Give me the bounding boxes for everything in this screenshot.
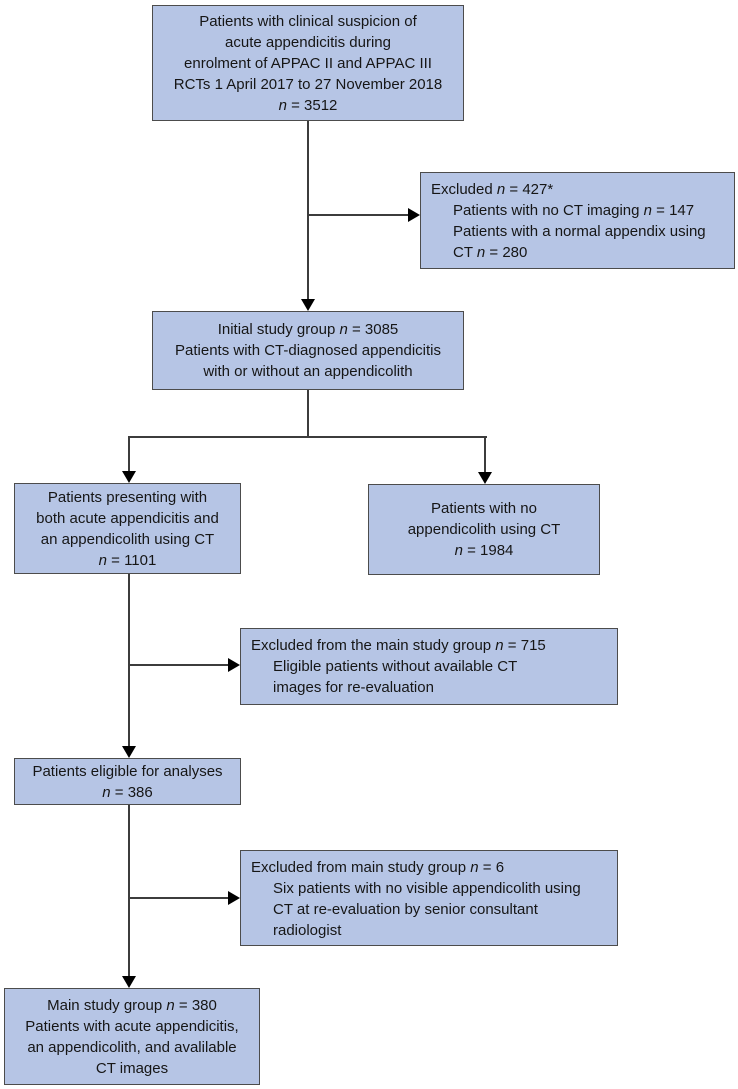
- box-line: RCTs 1 April 2017 to 27 November 2018: [173, 75, 443, 93]
- connector-suspicion-to-initial: [307, 121, 309, 300]
- connector-branch-excluded-427: [308, 214, 408, 216]
- connector-initial-stem: [307, 390, 309, 438]
- box-line: an appendicolith, and avalilable: [27, 1038, 237, 1056]
- box-excluded-6: Excluded from main study group n = 6 Six…: [240, 850, 618, 946]
- box-excluded-427: Excluded n = 427* Patients with no CT im…: [420, 172, 735, 269]
- box-line: n = 1984: [454, 542, 514, 559]
- arrowhead-down-main-icon: [122, 976, 136, 988]
- box-line: Patients with clinical suspicion of: [199, 12, 417, 30]
- arrowhead-right-excluded-715-icon: [228, 658, 240, 672]
- box-line: with or without an appendicolith: [203, 363, 413, 380]
- box-line: Main study group n = 380: [47, 996, 217, 1014]
- box-initial-study-group: Initial study group n = 3085 Patients wi…: [152, 311, 464, 390]
- box-line: Excluded n = 427*: [431, 181, 554, 198]
- box-line: acute appendicitis during: [225, 33, 391, 51]
- connector-branch-excluded-715: [129, 664, 228, 666]
- box-line: Excluded from the main study group n = 7…: [251, 637, 546, 654]
- box-line: images for re-evaluation: [273, 679, 434, 696]
- box-line: an appendicolith using CT: [40, 530, 215, 548]
- box-line: Patients with acute appendicitis,: [25, 1017, 239, 1035]
- box-main-study-group: Main study group n = 380 Patients with a…: [4, 988, 260, 1085]
- box-line: Six patients with no visible appendicoli…: [273, 880, 581, 897]
- box-line: both acute appendicitis and: [36, 509, 219, 527]
- box-line: Patients with no: [431, 500, 537, 517]
- box-no-appendicolith: Patients with no appendicolith using CT …: [368, 484, 600, 575]
- box-line: CT images: [95, 1059, 169, 1077]
- box-line: Patients with no CT imaging n = 147: [453, 202, 695, 219]
- connector-split-left: [128, 436, 130, 471]
- box-excluded-715: Excluded from the main study group n = 7…: [240, 628, 618, 705]
- box-line: enrolment of APPAC II and APPAC III: [184, 54, 432, 72]
- arrowhead-down-appendicolith-icon: [122, 471, 136, 483]
- connector-eligible-to-main: [128, 805, 130, 976]
- box-appendicolith: Patients presenting with both acute appe…: [14, 483, 241, 574]
- box-eligible: Patients eligible for analyses n = 386: [14, 758, 241, 805]
- box-line: Patients presenting with: [47, 488, 208, 506]
- arrowhead-right-excluded-6-icon: [228, 891, 240, 905]
- box-clinical-suspicion: Patients with clinical suspicion of acut…: [152, 5, 464, 121]
- box-line: Excluded from main study group n = 6: [251, 859, 505, 876]
- arrowhead-down-eligible-icon: [122, 746, 136, 758]
- arrowhead-down-initial-icon: [301, 299, 315, 311]
- box-line: Initial study group n = 3085: [217, 321, 399, 338]
- box-line: Patients eligible for analyses: [32, 762, 223, 780]
- box-line: n = 3512: [278, 96, 338, 114]
- box-line: CT at re-evaluation by senior consultant: [273, 901, 538, 918]
- box-line: CT n = 280: [453, 244, 528, 261]
- arrowhead-down-no-appendicolith-icon: [478, 472, 492, 484]
- box-line: Patients with a normal appendix using: [453, 223, 706, 240]
- box-line: appendicolith using CT: [407, 521, 561, 538]
- connector-appendicolith-to-eligible: [128, 574, 130, 746]
- connector-split-right: [484, 436, 486, 472]
- box-line: Eligible patients without available CT: [273, 658, 518, 675]
- box-line: Patients with CT-diagnosed appendicitis: [175, 342, 441, 359]
- arrowhead-right-excluded-427-icon: [408, 208, 420, 222]
- box-line: radiologist: [273, 922, 342, 939]
- connector-branch-excluded-6: [129, 897, 228, 899]
- box-line: n = 1101: [98, 551, 157, 569]
- box-line: n = 386: [102, 783, 153, 801]
- connector-split-horizontal: [128, 436, 487, 438]
